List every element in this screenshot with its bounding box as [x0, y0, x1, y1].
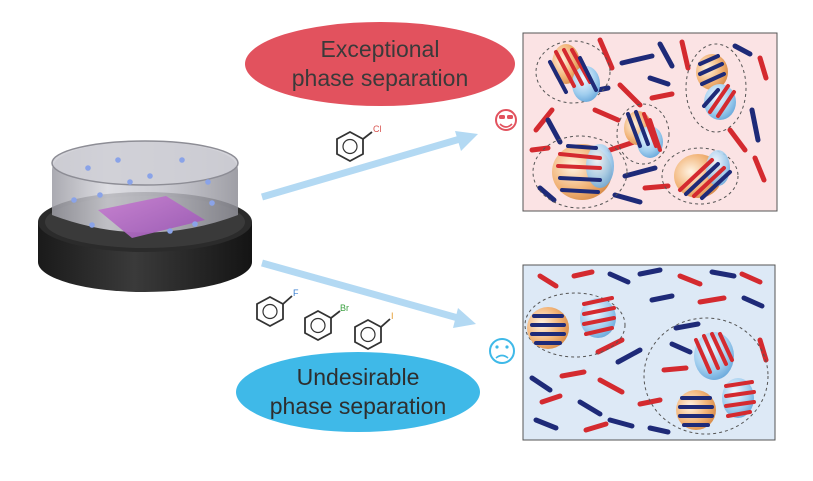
- bottom-morphology-panel: [522, 264, 776, 441]
- top-label-oval: Exceptional phase separation: [245, 22, 515, 106]
- vessel-dome-top: [52, 141, 238, 185]
- bromine-label: Br: [340, 303, 349, 313]
- chlorobenzene-molecule: Cl: [336, 124, 382, 163]
- cool-sunglasses-emoji-icon: [495, 109, 517, 131]
- top-label-line1: Exceptional: [321, 36, 440, 62]
- bottom-label-oval: Undesirable phase separation: [236, 352, 480, 432]
- bottom-domain-1: [524, 292, 626, 358]
- sad-face-emoji-icon: [489, 338, 515, 364]
- bromobenzene-molecule: Br: [304, 303, 349, 342]
- coating-vessel: [38, 140, 252, 292]
- substrate-film: [98, 196, 205, 238]
- bottom-label-line2: phase separation: [270, 393, 446, 419]
- top-domain-2: [685, 43, 747, 133]
- arrow-to-top: [261, 131, 478, 201]
- fluorobenzene-molecule: F: [256, 288, 299, 328]
- solvent-vapor-dots: [71, 157, 215, 234]
- top-domain-3: [616, 103, 670, 165]
- top-morphology-panel: [522, 32, 778, 212]
- top-domain-1: [535, 40, 611, 104]
- bottom-label-line1: Undesirable: [297, 364, 420, 390]
- iodine-label: I: [391, 311, 394, 321]
- fluorine-label: F: [293, 288, 299, 298]
- top-domain-4: [532, 135, 628, 209]
- top-domain-5: [661, 147, 739, 205]
- bottom-domain-2: [643, 317, 769, 435]
- arrow-to-bottom: [261, 259, 476, 328]
- iodobenzene-molecule: I: [354, 311, 394, 351]
- chlorine-label: Cl: [373, 124, 382, 134]
- top-label-line2: phase separation: [292, 65, 468, 91]
